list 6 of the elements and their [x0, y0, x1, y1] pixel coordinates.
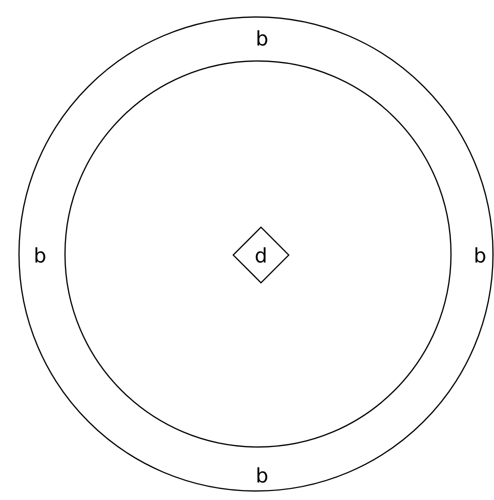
ring-label: b [35, 247, 46, 263]
ring-label: b [257, 30, 268, 46]
ring-label: b [257, 467, 268, 483]
ring-circle [64, 60, 452, 448]
ring-label: b [475, 247, 486, 263]
ring-circle [18, 16, 494, 492]
